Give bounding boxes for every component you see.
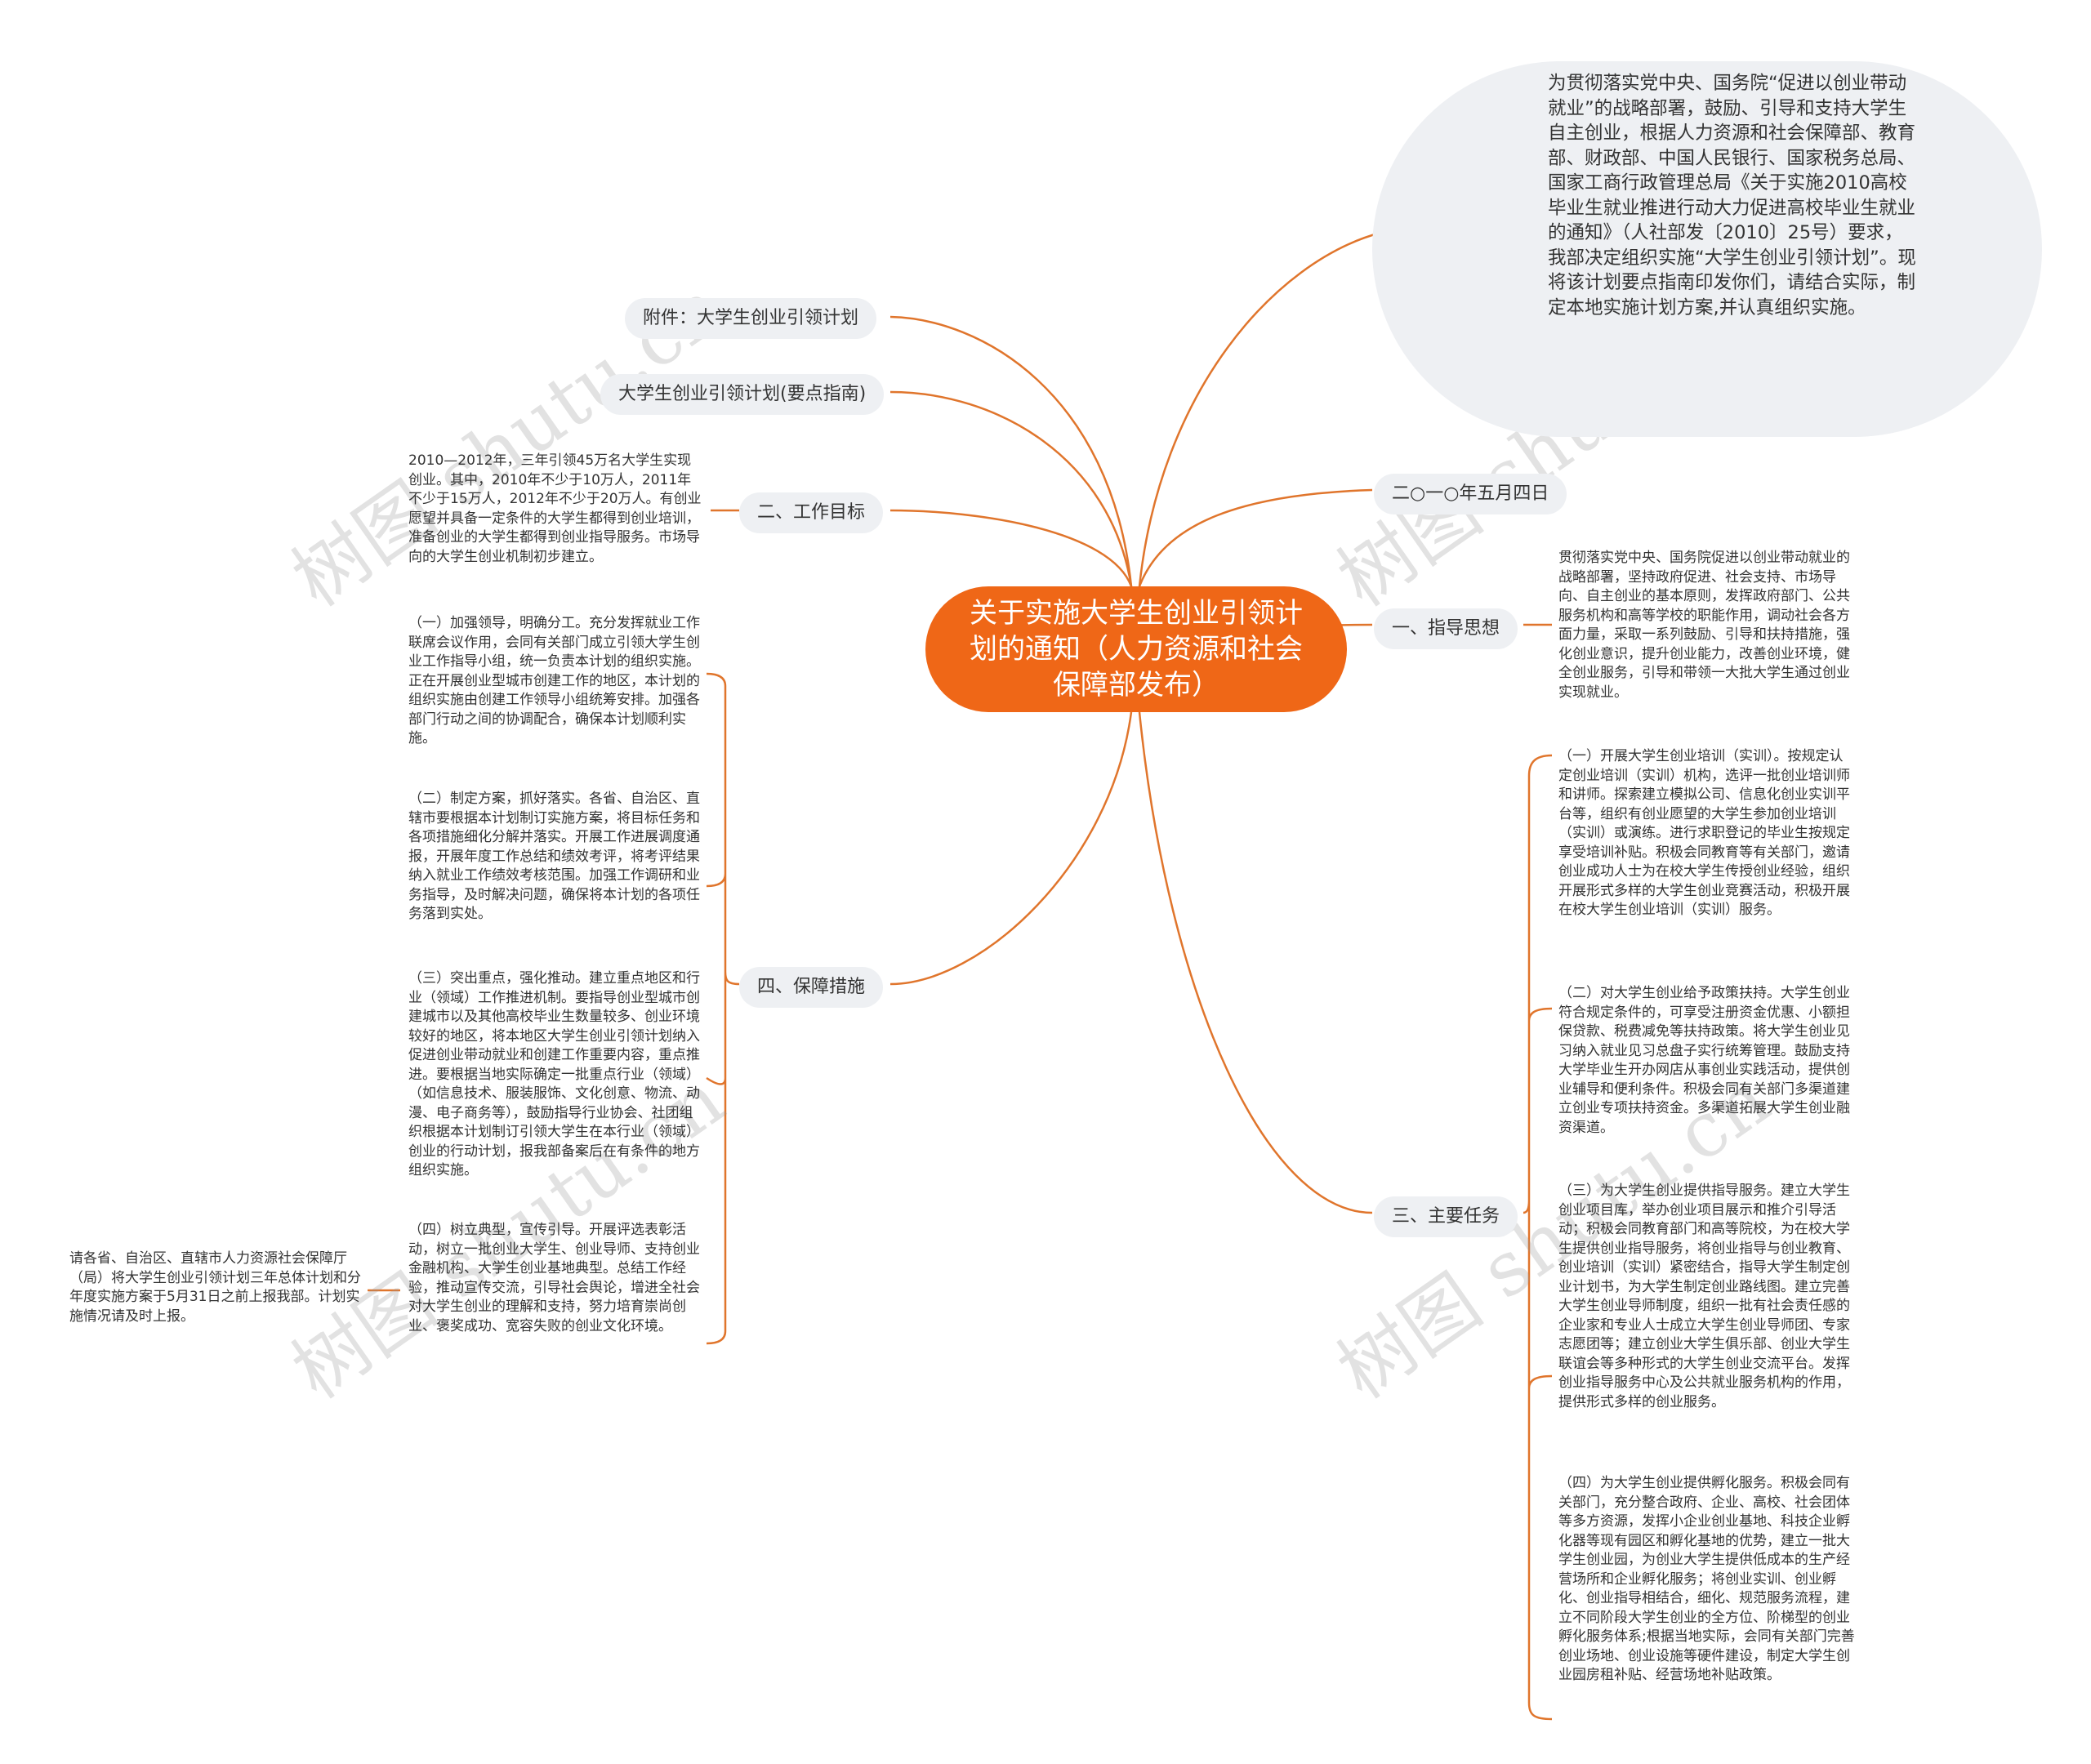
goals-node[interactable]: 二、工作目标 [739,492,884,533]
attachment-node[interactable]: 附件：大学生创业引领计划 [625,298,877,339]
edge-center-guide [889,390,1133,587]
edge-center-tasks [1138,711,1373,1214]
measure-item-4: （四）树立典型，宣传引导。开展评选表彰活动，树立一批创业大学生、创业导师、支持创… [408,1222,700,1334]
measures-node[interactable]: 四、保障措施 [739,967,884,1008]
task-item-4: （四）为大学生创业提供孵化服务。积极会同有关部门，充分整合政府、企业、高校、社会… [1558,1475,1855,1683]
edge-center-intro [1138,231,1381,587]
bracket-measures [706,672,740,1345]
measure-item-3: （三）突出重点，强化推动。建立重点地区和行业（领域）工作推进机制。要指导创业型城… [408,970,700,1178]
task-item-2: （二）对大学生创业给予政策扶持。大学生创业符合规定条件的，可享受注册资金优惠、小… [1558,985,1850,1136]
edge-center-measures [889,711,1133,986]
measure-item-2: （二）制定方案，抓好落实。各省、自治区、直辖市要根据本计划制订实施方案，将目标任… [408,791,700,922]
date-node[interactable]: 二○一○年五月四日 [1374,474,1567,514]
guiding-text: 贯彻落实党中央、国务院促进以创业带动就业的战略部署，坚持政府促进、社会支持、市场… [1558,550,1850,701]
task-item-1: （一）开展大学生创业培训（实训）。按规定认定创业培训（实训）机构，选评一批创业培… [1558,748,1850,918]
guiding-node[interactable]: 一、指导思想 [1374,608,1518,649]
intro-text: 为贯彻落实党中央、国务院“促进以创业带动就业”的战略部署，鼓励、引导和支持大学生… [1548,73,1916,318]
intro-note[interactable]: 为贯彻落实党中央、国务院“促进以创业带动就业”的战略部署，鼓励、引导和支持大学生… [1372,61,2042,437]
guide-node[interactable]: 大学生创业引领计划(要点指南) [600,374,885,415]
measure-item-1: （一）加强领导，明确分工。充分发挥就业工作联席会议作用，会同有关部门成立引领大学… [408,615,700,746]
measures-sub-note: 请各省、自治区、直辖市人力资源社会保障厅（局）将大学生创业引领计划三年总体计划和… [69,1250,361,1325]
bracket-tasks [1523,754,1553,1721]
edge-center-attachment [889,315,1133,587]
goals-text: 2010—2012年，三年引领45万名大学生实现创业。其中，2010年不少于10… [408,452,702,565]
task-item-3: （三）为大学生创业提供指导服务。建立大学生创业项目库，举办创业项目展示和推介引导… [1558,1183,1850,1410]
edge-center-date [1138,488,1373,587]
tasks-node[interactable]: 三、主要任务 [1374,1196,1518,1237]
center-topic[interactable]: 关于实施大学生创业引领计划的通知（人力资源和社会保障部发布） [925,586,1347,712]
edge-center-goals [889,509,1133,587]
